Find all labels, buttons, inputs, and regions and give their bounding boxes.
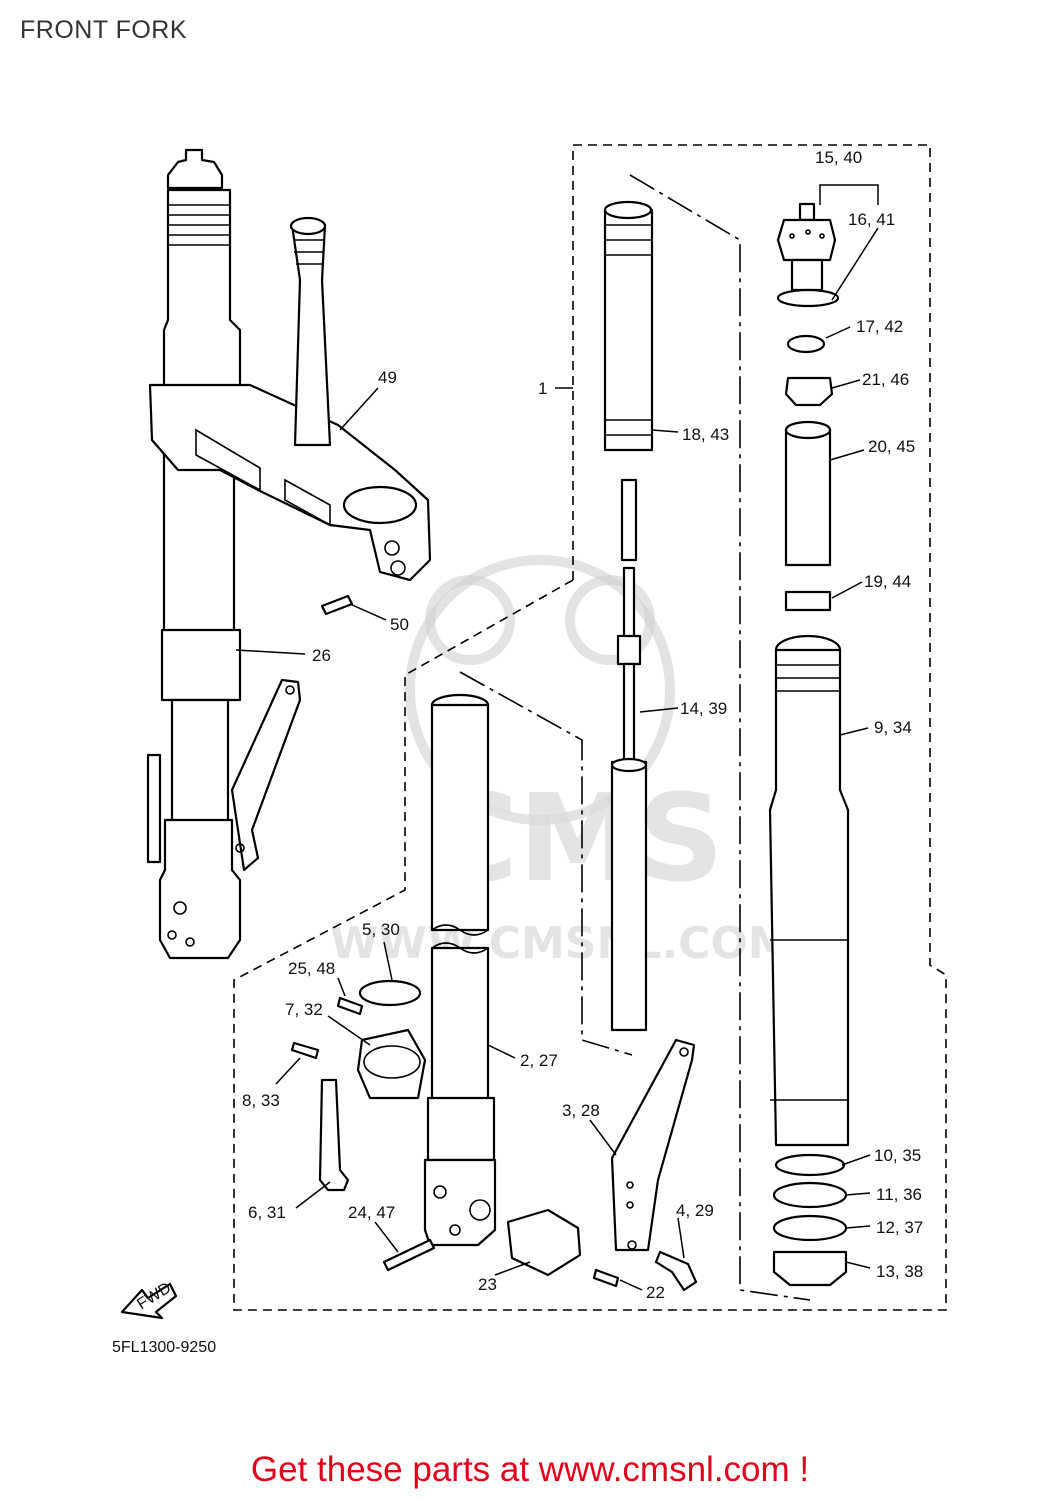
callout-50: 50 [390,615,409,634]
o-ring-16-41 [776,288,840,308]
axle-holder-23 [506,1208,582,1277]
callout-19-44: 19, 44 [864,572,911,591]
bolt-8-33-icon [290,1041,320,1060]
bolt-24-47-icon [382,1238,436,1272]
callouts: 15, 40 16, 41 17, 42 21, 46 20, 45 19, 4… [242,148,923,1302]
guard-3-28 [610,1038,696,1252]
spring-18-43 [603,200,654,452]
callout-15-40: 15, 40 [815,148,862,167]
bolt-25-48-icon [336,996,364,1016]
callout-26: 26 [312,646,331,665]
callout-24-47: 24, 47 [348,1203,395,1222]
callout-23: 23 [478,1275,497,1294]
centerline-inner [629,174,811,1301]
spacer-21-46 [784,376,834,407]
callout-11-36: 11, 36 [876,1185,922,1204]
centerline-middle [459,671,633,1056]
callout-8-33: 8, 33 [242,1091,280,1110]
callout-12-37: 12, 37 [876,1218,923,1237]
collar-20-45 [784,428,832,567]
callout-10-35: 10, 35 [874,1146,921,1165]
callout-7-32: 7, 32 [285,1000,323,1019]
seat-19-44 [784,590,832,612]
cap-15-40 [776,202,837,292]
callout-14-39: 14, 39 [680,699,727,718]
page-title: FRONT FORK [20,16,188,44]
callout-9-34: 9, 34 [874,718,912,737]
outer-tube-9-34 [768,634,850,1147]
bolt-4-29-icon [654,1250,698,1292]
upper-bracket-49 [148,216,432,582]
inner-tube-2-27 [423,693,497,1247]
diagram-code: 5FL1300-9250 [112,1339,216,1356]
callout-2-27: 2, 27 [520,1051,558,1070]
clamp-7-32 [356,1028,427,1100]
bolt-22-icon [592,1268,620,1288]
washer-17-42 [786,334,826,354]
callout-16-41: 16, 41 [848,210,895,229]
callout-22: 22 [646,1283,665,1302]
callout-3-28: 3, 28 [562,1101,600,1120]
callout-13-38: 13, 38 [876,1262,923,1281]
callout-4-29: 4, 29 [676,1201,714,1220]
damper-rod-14-39 [610,478,648,1032]
fwd-arrow-icon: FWD [120,1280,178,1320]
callout-49: 49 [378,368,397,387]
clip-10-35 [774,1153,846,1177]
leader-lines [235,184,879,1291]
seal-11-36 [772,1181,848,1209]
watermark: CMS WWW.CMSNL.COM [330,555,792,969]
bushing-13-38 [772,1250,848,1287]
washer-12-37 [772,1214,848,1242]
bracket-6-31 [318,1078,350,1192]
callout-20-45: 20, 45 [868,437,915,456]
callout-18-43: 18, 43 [682,425,729,444]
callout-5-30: 5, 30 [362,920,400,939]
callout-1: 1 [538,379,547,398]
footer-link[interactable]: Get these parts at www.cmsnl.com ! [250,1450,810,1489]
callout-17-42: 17, 42 [856,317,903,336]
assembly-boundary-upper [233,144,947,1311]
callout-21-46: 21, 46 [862,370,909,389]
callout-25-48: 25, 48 [288,959,335,978]
bolt-50-icon [320,594,354,616]
assembled-fork-26 [146,148,302,960]
callout-6-31: 6, 31 [248,1203,286,1222]
watermark-site: WWW.CMSNL.COM [330,918,792,969]
circlip-5-30 [358,979,422,1007]
